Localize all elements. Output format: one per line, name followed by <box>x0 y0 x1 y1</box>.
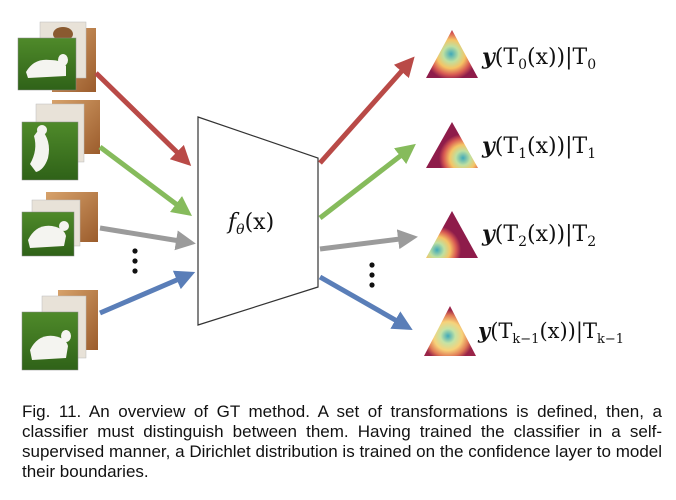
classifier-block <box>197 116 319 326</box>
classifier-label: fθ(x) <box>226 210 274 238</box>
output-label-3: y(Tk−1(x))|Tk−1 <box>477 318 624 347</box>
image-stack-0 <box>17 21 96 92</box>
output-label-2: y(T2(x))|T2 <box>481 221 596 250</box>
output-label-1: y(T1(x))|T1 <box>481 133 596 162</box>
image-stack-3 <box>21 290 98 371</box>
image-stack-2 <box>21 192 98 257</box>
input-arrow-3 <box>99 270 196 316</box>
dirichlet-plot-0 <box>426 30 478 78</box>
input-arrow-0 <box>94 71 192 166</box>
output-arrow-2 <box>319 229 418 252</box>
output-arrow-1 <box>318 143 416 220</box>
input-arrow-2 <box>99 225 196 251</box>
figure-caption: Fig. 11. An overview of GT method. A set… <box>22 402 662 481</box>
output-arrow-0 <box>318 56 415 165</box>
dirichlet-plot-1 <box>426 122 478 168</box>
dirichlet-plot-2 <box>426 211 478 258</box>
output-arrow-3 <box>318 274 413 330</box>
image-stack-1 <box>21 100 100 181</box>
dirichlet-plot-3 <box>424 306 476 356</box>
input-arrow-1 <box>98 145 192 216</box>
input-ellipsis <box>132 248 138 274</box>
output-label-0: y(T0(x))|T0 <box>481 44 596 73</box>
output-ellipsis <box>369 262 375 288</box>
